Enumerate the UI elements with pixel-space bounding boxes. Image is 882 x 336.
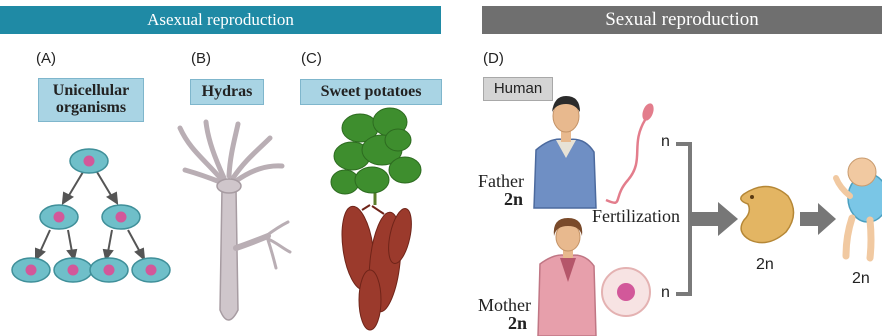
- hydra-illustration: [180, 122, 290, 320]
- cell: [12, 258, 50, 282]
- panel-c-letter: (C): [301, 50, 322, 67]
- cell: [40, 205, 78, 229]
- sweet-potatoes-label: Sweet potatoes: [300, 79, 442, 105]
- panel-a-letter: (A): [36, 50, 56, 67]
- sperm-illustration: [606, 102, 656, 203]
- cell: [70, 149, 108, 173]
- cell: [54, 258, 92, 282]
- cell: [132, 258, 170, 282]
- cell: [90, 258, 128, 282]
- panel-d-letter: (D): [483, 50, 504, 67]
- father-ploidy: 2n: [504, 190, 523, 209]
- embryo-illustration: [741, 186, 794, 242]
- egg-illustration: [602, 268, 650, 316]
- sperm-ploidy: n: [661, 133, 670, 151]
- baby-illustration: [836, 158, 882, 258]
- father-figure: [534, 96, 596, 208]
- fertilization-arrow: [690, 202, 738, 236]
- unicellular-organisms-illustration: [12, 149, 170, 282]
- sweet-potato-illustration: [331, 108, 421, 330]
- hydras-label: Hydras: [190, 79, 264, 105]
- mother-ploidy: 2n: [508, 314, 527, 333]
- unicellular-organisms-label: Unicellular organisms: [38, 78, 144, 122]
- fertilization-label: Fertilization: [592, 207, 680, 226]
- human-label: Human: [483, 77, 553, 101]
- panel-b-letter: (B): [191, 50, 211, 67]
- development-arrow: [800, 203, 836, 235]
- egg-ploidy: n: [661, 284, 670, 302]
- baby-ploidy: 2n: [852, 270, 870, 288]
- cell: [102, 205, 140, 229]
- mother-figure: [538, 218, 596, 336]
- embryo-ploidy: 2n: [756, 256, 774, 274]
